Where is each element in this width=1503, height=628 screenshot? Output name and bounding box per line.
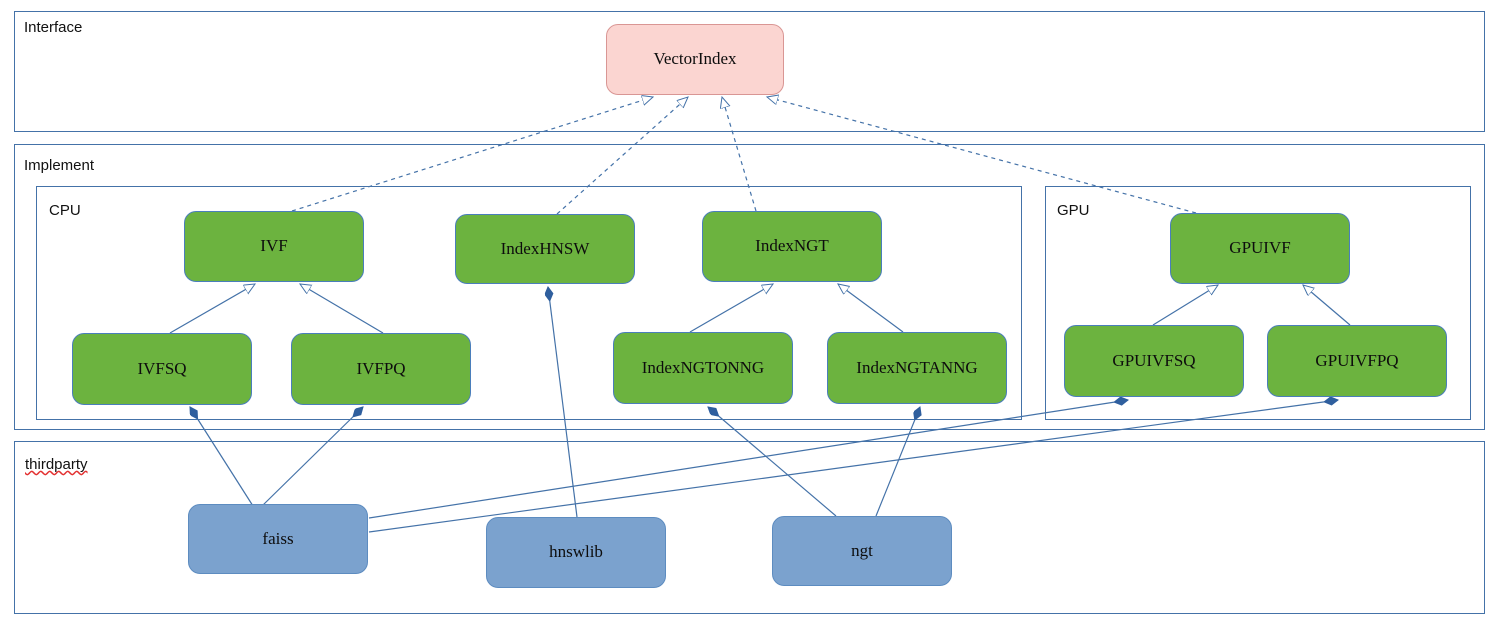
class-node-vectorindex[interactable]: VectorIndex (606, 24, 784, 95)
class-node-gpuivfsq[interactable]: GPUIVFSQ (1064, 325, 1244, 397)
class-node-gpuivf[interactable]: GPUIVF (1170, 213, 1350, 284)
package-label-cpu: CPU (49, 202, 81, 219)
package-label-interface: Interface (24, 19, 83, 36)
class-node-hnswlib[interactable]: hnswlib (486, 517, 666, 588)
class-node-ivf[interactable]: IVF (184, 211, 364, 282)
class-node-faiss[interactable]: faiss (188, 504, 368, 574)
class-node-gpuivfpq[interactable]: GPUIVFPQ (1267, 325, 1447, 397)
package-label-gpu: GPU (1057, 202, 1090, 219)
package-label-thirdparty: thirdparty (25, 456, 88, 473)
class-node-indexhnsw[interactable]: IndexHNSW (455, 214, 635, 284)
class-node-indexngtonng[interactable]: IndexNGTONNG (613, 332, 793, 404)
class-node-indexngt[interactable]: IndexNGT (702, 211, 882, 282)
class-node-ngt[interactable]: ngt (772, 516, 952, 586)
class-node-ivfsq[interactable]: IVFSQ (72, 333, 252, 405)
package-label-implement: Implement (24, 157, 95, 174)
class-node-ivfpq[interactable]: IVFPQ (291, 333, 471, 405)
class-node-indexngtanng[interactable]: IndexNGTANNG (827, 332, 1007, 404)
